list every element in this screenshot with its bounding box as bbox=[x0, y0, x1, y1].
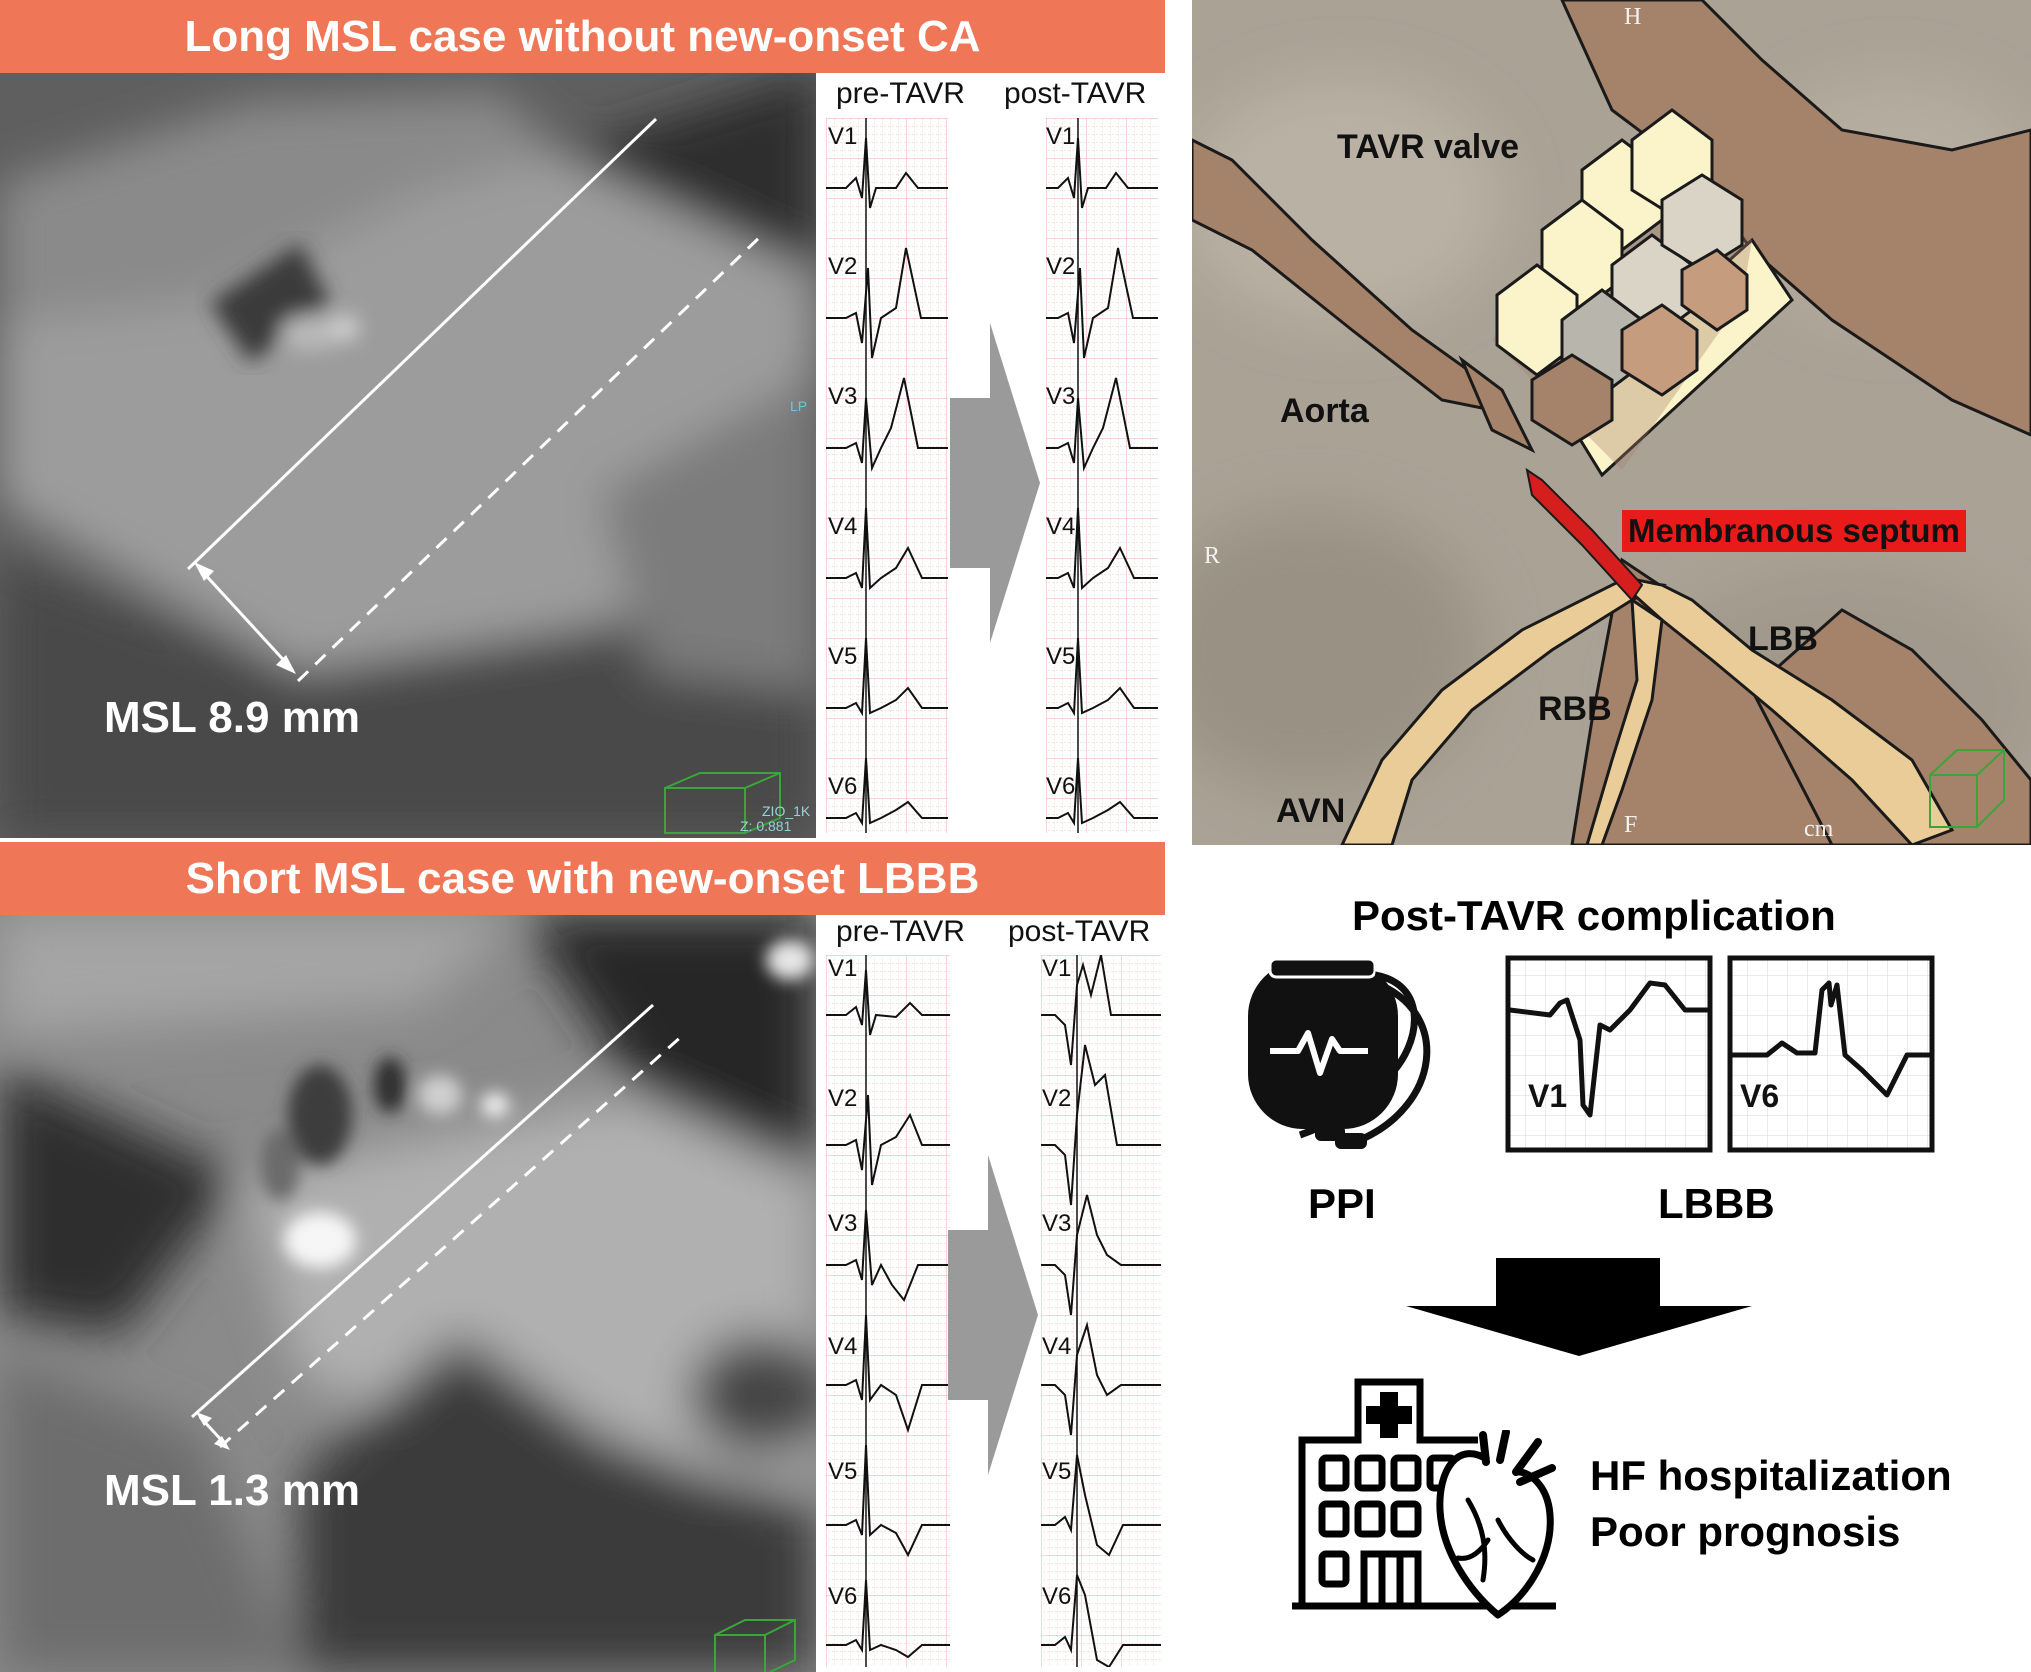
top-ct-image: LP ZIO_1K Z: 0.881 bbox=[0, 73, 816, 838]
msl-solid-line bbox=[191, 1003, 654, 1419]
lead-v5: V5 bbox=[1042, 1458, 1072, 1485]
ct-overlay-lp: LP bbox=[790, 398, 808, 414]
top-ecg-post-title: post-TAVR bbox=[1004, 77, 1147, 110]
right-arrow-icon bbox=[948, 1155, 1038, 1475]
pacemaker-icon bbox=[1248, 957, 1431, 1149]
lead-v6: V6 bbox=[828, 773, 858, 800]
top-ecg-panel: pre-TAVR post-TAVR bbox=[816, 73, 1165, 838]
down-arrow-icon bbox=[1406, 1258, 1752, 1356]
orient-f: F bbox=[1624, 812, 1638, 838]
arrowhead-icon bbox=[196, 1412, 212, 1426]
orientation-cube-icon bbox=[1929, 749, 2005, 828]
lead-v6: V6 bbox=[1046, 773, 1076, 800]
lbbb-ecg-v6-card bbox=[1727, 955, 1935, 1153]
lead-v1: V1 bbox=[828, 123, 858, 150]
top-case-banner: Long MSL case without new-onset CA bbox=[0, 0, 1165, 73]
top-msl-label: MSL 8.9 mm bbox=[104, 693, 360, 742]
ppi-label: PPI bbox=[1308, 1180, 1376, 1227]
bottom-ecg-panel: pre-TAVR post-TAVR V1 V2 V3 V4 V5 V6 V1 … bbox=[816, 915, 1165, 1672]
lead-v4: V4 bbox=[828, 513, 858, 540]
lbbb-v1-label: V1 bbox=[1528, 1078, 1568, 1114]
lead-v2: V2 bbox=[828, 1085, 858, 1112]
top-ecg-pre-title: pre-TAVR bbox=[836, 77, 965, 110]
lead-v6: V6 bbox=[828, 1583, 858, 1610]
orientation-cube-icon bbox=[714, 1619, 796, 1672]
lbbb-v6-label: V6 bbox=[1740, 1078, 1780, 1114]
label-tavr-valve: TAVR valve bbox=[1337, 128, 1520, 166]
tavr-valve-icon bbox=[1492, 108, 1794, 478]
lead-v3: V3 bbox=[1042, 1210, 1072, 1237]
msl-dashed-line bbox=[296, 233, 764, 683]
lead-v1: V1 bbox=[828, 955, 858, 982]
ct-overlay-z: Z: 0.881 bbox=[740, 818, 792, 834]
lead-v2: V2 bbox=[828, 253, 858, 280]
top-ct-scan bbox=[0, 73, 816, 838]
orientation-cube-icon bbox=[664, 772, 781, 834]
ct-overlay-zio: ZIO_1K bbox=[762, 803, 811, 819]
anatomy-illustration bbox=[1192, 0, 2031, 845]
bottom-msl-label: MSL 1.3 mm bbox=[104, 1466, 360, 1515]
bottom-pre-ecg-strip bbox=[826, 955, 950, 1667]
bottom-ecg-pre-title: pre-TAVR bbox=[836, 915, 965, 948]
arrowhead-icon bbox=[194, 562, 214, 581]
lbbb-label: LBBB bbox=[1658, 1180, 1775, 1227]
lead-v5: V5 bbox=[828, 1458, 858, 1485]
lead-v4: V4 bbox=[828, 1333, 858, 1360]
bottom-ct-scan bbox=[0, 915, 816, 1672]
bottom-post-ecg-strip bbox=[1041, 955, 1161, 1667]
bottom-ct-image bbox=[0, 915, 816, 1672]
top-pre-ecg-strip bbox=[826, 118, 948, 833]
complication-title: Post-TAVR complication bbox=[1352, 892, 1836, 939]
msl-dashed-line bbox=[219, 1033, 684, 1449]
heart-icon bbox=[1436, 1430, 1556, 1619]
anatomy-panel: TAVR valve Aorta Membranous septum LBB R… bbox=[1192, 0, 2031, 845]
lead-v4: V4 bbox=[1042, 1333, 1072, 1360]
unit-cm: cm bbox=[1804, 816, 1834, 842]
label-rbb: RBB bbox=[1538, 690, 1612, 728]
lead-v1: V1 bbox=[1042, 955, 1072, 982]
label-membranous-septum: Membranous septum bbox=[1622, 510, 1966, 552]
lead-v3: V3 bbox=[828, 383, 858, 410]
orient-h: H bbox=[1624, 4, 1642, 30]
msl-solid-line bbox=[186, 117, 658, 571]
lead-v3: V3 bbox=[1046, 383, 1076, 410]
right-arrow-icon bbox=[950, 323, 1040, 643]
bottom-case-banner: Short MSL case with new-onset LBBB bbox=[0, 842, 1165, 915]
outcome-poor-prognosis: Poor prognosis bbox=[1590, 1508, 1901, 1555]
orient-r: R bbox=[1204, 543, 1221, 569]
arrowhead-icon bbox=[214, 1436, 230, 1450]
lbbb-ecg-v1-card bbox=[1505, 955, 1713, 1153]
outcome-hf-hospitalization: HF hospitalization bbox=[1590, 1452, 1952, 1499]
top-post-ecg-strip bbox=[1046, 118, 1158, 833]
arrowhead-icon bbox=[276, 655, 296, 674]
lead-v5: V5 bbox=[1046, 643, 1076, 670]
lead-v3: V3 bbox=[828, 1210, 858, 1237]
lead-v5: V5 bbox=[828, 643, 858, 670]
lead-v2: V2 bbox=[1042, 1085, 1072, 1112]
lead-v4: V4 bbox=[1046, 513, 1076, 540]
label-lbb: LBB bbox=[1748, 620, 1818, 658]
lead-v1: V1 bbox=[1046, 123, 1076, 150]
lead-v6: V6 bbox=[1042, 1583, 1072, 1610]
label-aorta: Aorta bbox=[1280, 392, 1369, 430]
label-avn: AVN bbox=[1276, 792, 1346, 830]
bottom-ecg-post-title: post-TAVR bbox=[1008, 915, 1151, 948]
lead-v2: V2 bbox=[1046, 253, 1076, 280]
